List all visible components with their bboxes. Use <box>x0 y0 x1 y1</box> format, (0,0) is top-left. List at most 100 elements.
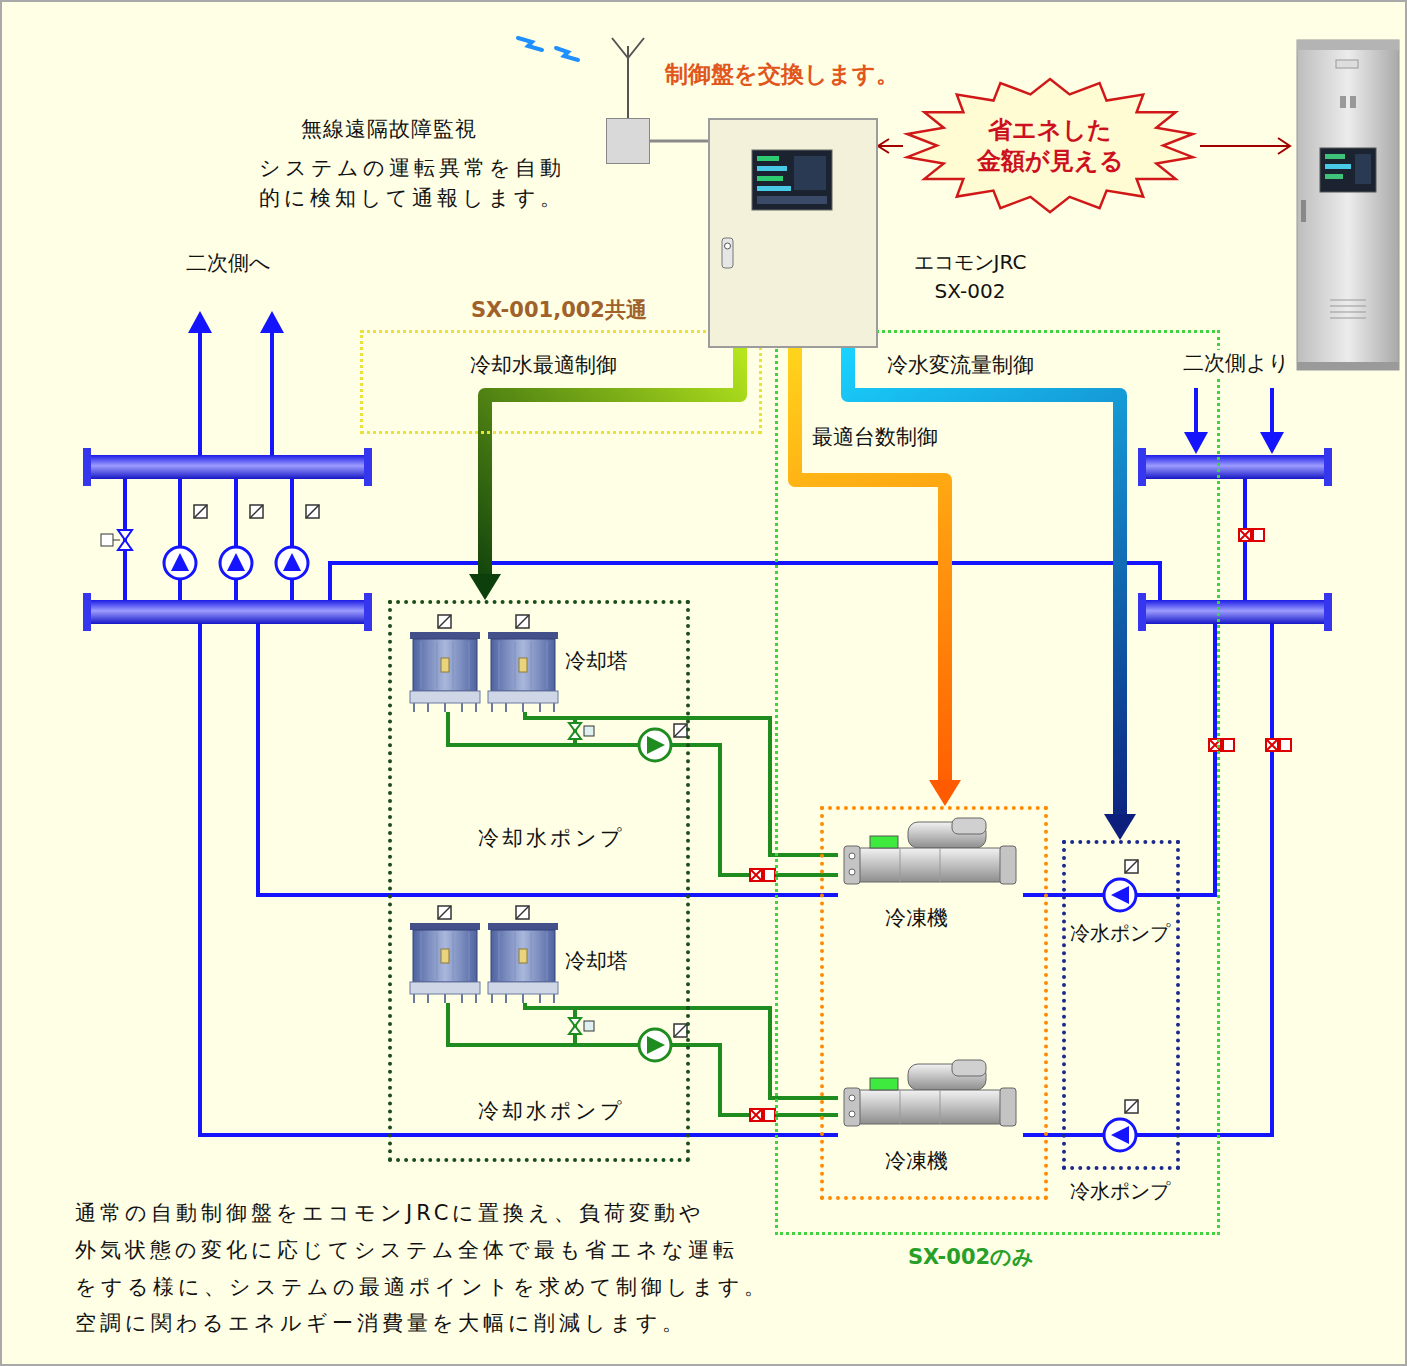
flow-label: 二次側へ <box>186 250 271 277</box>
illustration-part <box>518 38 542 50</box>
connector <box>795 348 961 806</box>
illustration-part <box>639 729 671 761</box>
illustration-part <box>1325 154 1345 159</box>
sx002-scope-box: SX-002のみ冷凍機冷凍機冷水ポンプ冷水ポンプ <box>775 330 1220 1235</box>
pump-symbols <box>164 547 1136 1151</box>
illustration-part <box>364 448 372 486</box>
control-label: 冷水変流量制御 <box>887 352 1034 379</box>
arrow-head <box>1104 814 1136 840</box>
monitor-title: 無線遠隔故障監視 <box>301 116 477 143</box>
equipment-label: 冷却塔 <box>565 648 628 675</box>
illustration-part <box>276 547 308 579</box>
illustration-part <box>1320 148 1376 192</box>
illustration-part <box>1301 200 1306 222</box>
radio-waves <box>518 38 578 60</box>
illustration-part <box>1125 1100 1138 1113</box>
illustration-part <box>1325 164 1351 169</box>
connector <box>448 1003 638 1045</box>
cooling-water-pipes <box>525 712 838 1098</box>
illustration-part <box>1297 40 1399 370</box>
illustration-part <box>410 632 480 712</box>
connector <box>448 712 638 745</box>
illustration-part <box>90 455 365 479</box>
antenna <box>612 38 644 118</box>
control-label: 最適台数制御 <box>812 424 938 451</box>
valve-symbol <box>750 869 775 881</box>
equipment-label: 冷水ポンプ <box>1070 1178 1170 1204</box>
illustration-part <box>1355 154 1371 184</box>
illustration-part <box>752 150 832 210</box>
chiller: 冷凍機 <box>838 816 1023 900</box>
illustration-part <box>556 48 578 60</box>
illustration-part <box>113 540 120 541</box>
connector-line <box>672 1045 838 1115</box>
connector-line <box>650 140 708 143</box>
illustration-part <box>674 724 687 737</box>
arrow-head <box>469 574 501 600</box>
illustration-part <box>647 1036 665 1054</box>
illustration-part <box>1340 96 1346 108</box>
connector-line <box>448 712 638 745</box>
illustration-part <box>83 593 91 631</box>
header-pipes <box>83 448 1332 631</box>
illustration-part <box>516 615 529 628</box>
equipment-label: 冷却水ポンプ <box>478 825 625 852</box>
illustration-part <box>647 736 665 754</box>
illustration-part <box>757 196 827 204</box>
chilled-water-pipes <box>125 330 1272 1135</box>
saving-starburst: 省エネした 金額が見える <box>903 77 1197 214</box>
illustration-part <box>584 1021 594 1031</box>
control-panel: エコモンJRC SX-002 <box>708 118 878 348</box>
illustration-part <box>171 553 189 571</box>
equipment-label: 冷凍機 <box>885 1148 948 1175</box>
connector-line <box>848 348 1120 814</box>
equipment-label: 冷却水ポンプ <box>478 1098 625 1125</box>
illustration-part <box>516 906 529 919</box>
illustration-part <box>1138 593 1146 631</box>
illustration-part <box>364 593 372 631</box>
chiller-group: 冷凍機冷凍機 <box>820 806 1048 1200</box>
illustration-part <box>410 923 480 1003</box>
panel-name: エコモンJRC SX-002 <box>895 248 1045 306</box>
illustration-part <box>194 505 207 518</box>
illustration-part <box>1104 1119 1136 1151</box>
connector-line <box>672 745 838 875</box>
illustration-part <box>220 547 252 579</box>
illustration-part <box>164 547 196 579</box>
control-label: 冷却水最適制御 <box>470 352 617 379</box>
illustration-part <box>639 1029 671 1061</box>
cooling-water-pump: 冷却水ポンプ <box>638 1028 672 1062</box>
illustration-part <box>488 632 558 712</box>
illustration-part <box>1137 624 1272 1135</box>
illustration-part <box>83 448 91 486</box>
connector <box>672 1045 838 1115</box>
illustration-part <box>1145 455 1325 479</box>
illustration-part <box>1297 362 1399 370</box>
illustration-part <box>1278 138 1290 154</box>
monitor-unit: 無線遠隔故障監視システムの運転異常を自動 的に検知して通報します。 <box>606 118 650 164</box>
illustration-part <box>1324 448 1332 486</box>
illustration-part <box>569 723 581 739</box>
illustration-part <box>90 600 365 624</box>
illustration-part <box>283 553 301 571</box>
connector-line <box>795 348 945 780</box>
illustration-part <box>612 38 644 58</box>
cooling-water-group: 冷却塔冷却水ポンプ冷却塔冷却水ポンプ <box>388 600 690 1162</box>
equipment-pictures <box>410 632 1016 1126</box>
connector <box>672 745 838 875</box>
illustration-part <box>1266 739 1291 751</box>
flow-label: 二次側より <box>1180 350 1293 377</box>
illustration-part <box>1111 886 1129 904</box>
illustration-part <box>844 818 1016 884</box>
monitor-note: システムの運転異常を自動 的に検知して通報します。 <box>259 153 594 214</box>
valve-symbols <box>101 529 1291 1034</box>
illustration-part <box>306 505 319 518</box>
connector <box>650 141 708 142</box>
connector-line <box>485 348 740 574</box>
illustration-part <box>674 1024 687 1037</box>
cabinet-photo <box>1297 40 1399 370</box>
illustration-part <box>1239 529 1264 541</box>
illustration-part <box>125 479 292 600</box>
scope-title: SX-002のみ <box>908 1244 1034 1271</box>
